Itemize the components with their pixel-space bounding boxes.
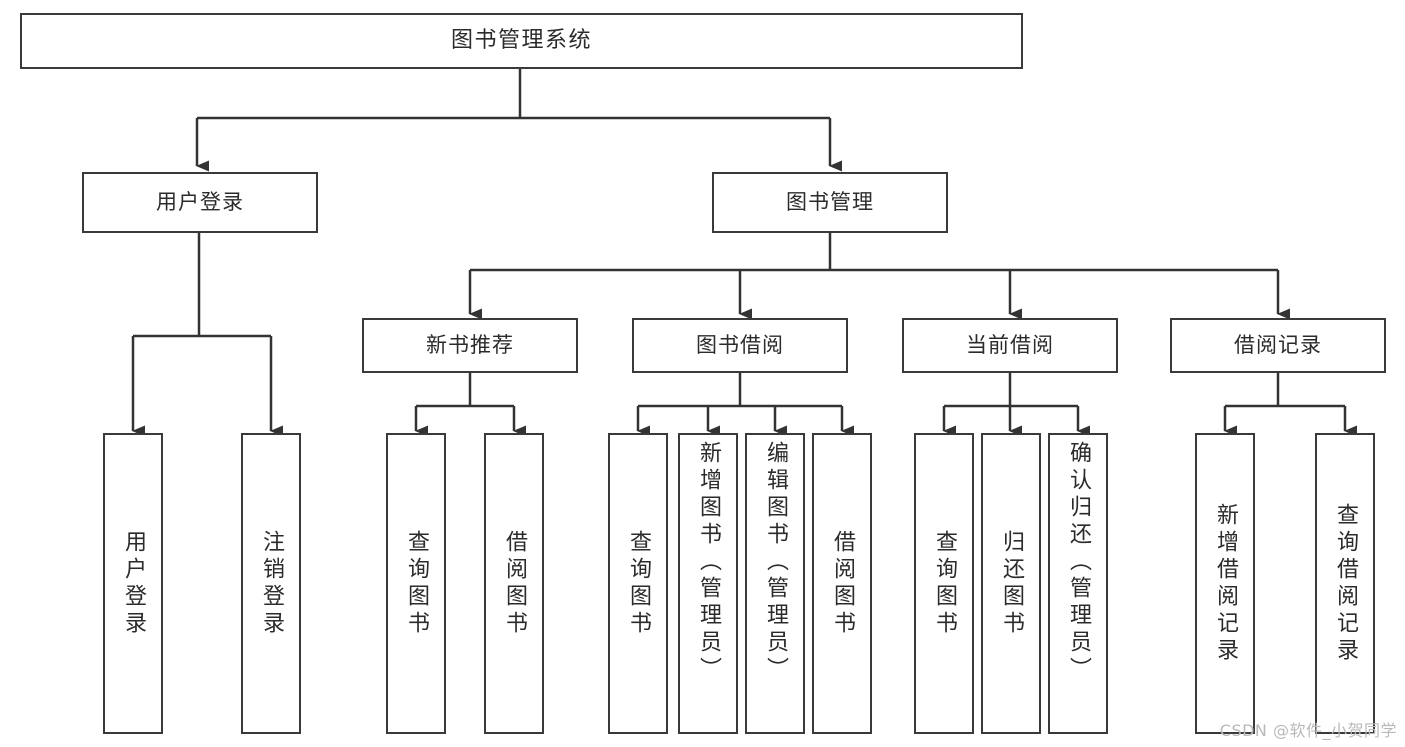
leaf-logout-login[interactable]: 注销登录 bbox=[241, 433, 301, 734]
node-label: 借阅图书 bbox=[830, 529, 855, 638]
node-label: 注销登录 bbox=[259, 529, 284, 638]
node-borrow-records[interactable]: 借阅记录 bbox=[1170, 318, 1386, 373]
node-label: 归还图书 bbox=[999, 529, 1024, 638]
node-label: 新增图书（管理员） bbox=[696, 441, 721, 684]
node-label: 用户登录 bbox=[156, 190, 244, 215]
node-label: 确认归还（管理员） bbox=[1066, 441, 1091, 684]
node-label: 新增借阅记录 bbox=[1213, 502, 1238, 665]
leaf-query-books-borrow[interactable]: 查询图书 bbox=[608, 433, 668, 734]
node-label: 用户登录 bbox=[121, 529, 146, 638]
node-new-book-recommend[interactable]: 新书推荐 bbox=[362, 318, 578, 373]
node-label: 图书管理系统 bbox=[450, 27, 592, 53]
node-label: 当前借阅 bbox=[966, 333, 1054, 358]
node-book-borrow[interactable]: 图书借阅 bbox=[632, 318, 848, 373]
node-label: 查询图书 bbox=[404, 529, 429, 638]
leaf-borrow-books-recommend[interactable]: 借阅图书 bbox=[484, 433, 544, 734]
leaf-query-books-recommend[interactable]: 查询图书 bbox=[386, 433, 446, 734]
node-label: 编辑图书（管理员） bbox=[763, 441, 788, 684]
leaf-query-books-current[interactable]: 查询图书 bbox=[914, 433, 974, 734]
node-book-management[interactable]: 图书管理 bbox=[712, 172, 948, 233]
node-label: 借阅记录 bbox=[1234, 333, 1322, 358]
node-book-management-system[interactable]: 图书管理系统 bbox=[20, 13, 1023, 69]
node-label: 图书借阅 bbox=[696, 333, 784, 358]
node-label: 新书推荐 bbox=[426, 333, 514, 358]
node-current-borrow[interactable]: 当前借阅 bbox=[902, 318, 1118, 373]
leaf-edit-book-admin[interactable]: 编辑图书（管理员） bbox=[745, 433, 805, 734]
leaf-return-books[interactable]: 归还图书 bbox=[981, 433, 1041, 734]
leaf-confirm-return-admin[interactable]: 确认归还（管理员） bbox=[1048, 433, 1108, 734]
node-label: 图书管理 bbox=[786, 190, 874, 215]
node-label: 查询图书 bbox=[932, 529, 957, 638]
node-label: 查询借阅记录 bbox=[1333, 502, 1358, 665]
node-label: 查询图书 bbox=[626, 529, 651, 638]
leaf-query-borrow-record[interactable]: 查询借阅记录 bbox=[1315, 433, 1375, 734]
node-label: 借阅图书 bbox=[502, 529, 527, 638]
leaf-borrow-books[interactable]: 借阅图书 bbox=[812, 433, 872, 734]
leaf-add-borrow-record[interactable]: 新增借阅记录 bbox=[1195, 433, 1255, 734]
node-user-login[interactable]: 用户登录 bbox=[82, 172, 318, 233]
watermark-text: CSDN @软件_小贺同学 bbox=[1219, 721, 1397, 740]
leaf-add-book-admin[interactable]: 新增图书（管理员） bbox=[678, 433, 738, 734]
leaf-user-login[interactable]: 用户登录 bbox=[103, 433, 163, 734]
